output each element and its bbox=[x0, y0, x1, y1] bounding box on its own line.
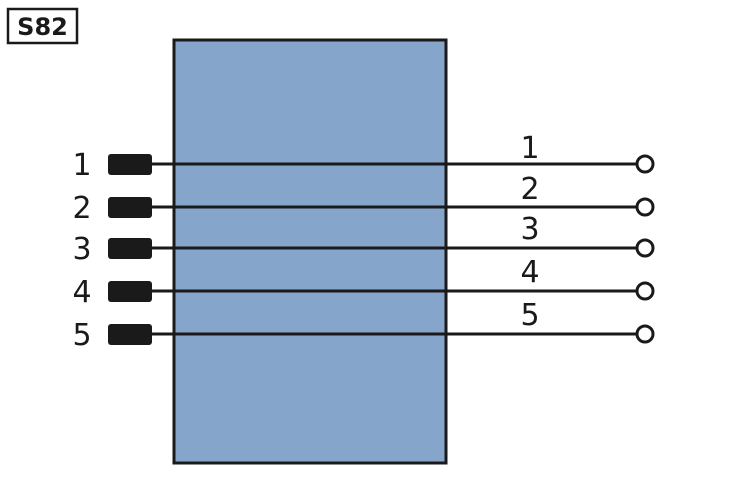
terminal-circle-icon bbox=[635, 197, 655, 217]
terminal-circle-icon bbox=[635, 281, 655, 301]
pin-block bbox=[108, 281, 152, 302]
pin-left-label: 1 bbox=[72, 148, 91, 183]
component-body bbox=[172, 38, 448, 465]
pin-row-2: 22 bbox=[72, 172, 655, 226]
pin-left-label: 3 bbox=[72, 232, 91, 267]
title-frame bbox=[6, 7, 79, 45]
pin-right-label: 4 bbox=[520, 255, 539, 290]
title-label: S82 bbox=[6, 7, 79, 45]
pin-row-4: 44 bbox=[72, 255, 655, 310]
pin-right-label: 1 bbox=[520, 131, 539, 166]
pin-right-label: 2 bbox=[520, 172, 539, 207]
title-text: S82 bbox=[17, 13, 68, 41]
pin-block bbox=[108, 154, 152, 175]
pin-left-label: 4 bbox=[72, 275, 91, 310]
pin-left-label: 2 bbox=[72, 191, 91, 226]
terminal-circle-icon bbox=[635, 154, 655, 174]
terminal-circle-icon bbox=[635, 324, 655, 344]
pin-block bbox=[108, 238, 152, 259]
terminal-circle-icon bbox=[635, 238, 655, 258]
pin-block bbox=[108, 197, 152, 218]
pin-left-label: 5 bbox=[72, 318, 91, 353]
pin-right-label: 5 bbox=[520, 298, 539, 333]
pin-row-3: 33 bbox=[72, 212, 655, 267]
pin-right-label: 3 bbox=[520, 212, 539, 247]
pin-row-5: 55 bbox=[72, 298, 655, 353]
pin-block bbox=[108, 324, 152, 345]
